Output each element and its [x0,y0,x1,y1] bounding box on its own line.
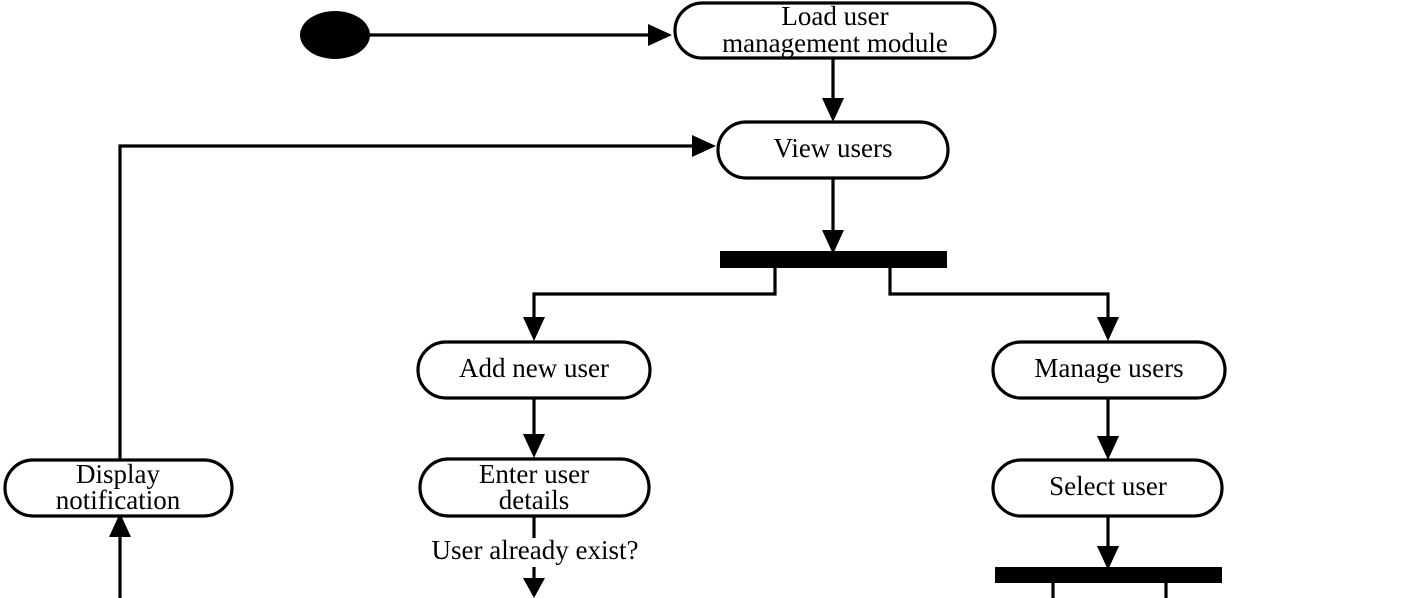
guard-user-already-exist: User already exist? [400,535,670,567]
edge-load-module-to-view-users [822,58,844,122]
edge-fork-2-branches [1051,582,1168,598]
node-add-new-user[interactable]: Add new user [416,340,652,400]
node-select-user[interactable]: Select user [991,458,1224,518]
guard-label-text: User already exist? [432,535,639,565]
guard-label-backdrop [400,538,670,567]
node-label-line1: Enter user [479,459,589,489]
action-node-shape [3,458,234,518]
node-load-user-management-module[interactable]: Load user management module [673,1,997,60]
arrow-head-icon [523,317,545,341]
edge-loop-back-to-view-users [118,135,716,460]
node-label-line1: Load user [781,1,888,31]
fork-bar-1 [720,251,947,268]
arrow-head-icon [692,135,716,157]
action-node-shape [991,458,1224,518]
node-display-notification[interactable]: Display notification [3,458,234,518]
arrow-head-icon [523,434,545,458]
action-node-shape [418,457,651,518]
edge-enter-user-details-down [523,515,545,598]
arrow-head-icon [822,98,844,122]
fork-bar-2 [995,567,1222,583]
node-label-line1: View users [773,133,892,163]
initial-node[interactable] [300,11,370,59]
action-node-shape [716,120,950,180]
fork-bar-shape [720,251,947,268]
arrow-head-icon [1097,436,1119,460]
arrow-head-icon [1097,317,1119,341]
edge-add-new-user-to-enter-user-details [523,398,545,458]
edge-manage-users-to-select-user [1097,398,1119,460]
action-node-shape [416,340,652,400]
node-label-line1: Display [76,459,160,489]
node-enter-user-details[interactable]: Enter user details [418,457,651,518]
arrow-head-icon [1097,546,1119,570]
node-label-line1: Select user [1049,471,1167,501]
action-node-shape [673,1,997,60]
arrow-head-icon [648,24,672,46]
node-label-line2: notification [56,485,181,515]
fork-bar-shape [995,567,1222,583]
edge-initial-to-load-module [368,24,672,46]
node-label-line2: management module [722,28,948,58]
edge-select-user-to-fork-2 [1097,515,1119,570]
edge-view-users-to-fork-1 [822,178,844,254]
edge-fork-1-to-add-new-user [523,268,777,341]
edge-fork-1-to-manage-users [888,268,1119,341]
node-view-users[interactable]: View users [716,120,950,180]
node-label-line1: Add new user [459,353,609,383]
arrow-head-icon [109,513,131,537]
initial-node-icon [300,11,370,59]
edge-into-display-notification [109,513,131,598]
node-label-line1: Manage users [1034,353,1183,383]
node-label-line2: details [499,485,569,515]
arrow-head-icon [822,230,844,254]
action-node-shape [991,340,1227,400]
node-manage-users[interactable]: Manage users [991,340,1227,400]
arrow-head-icon [523,578,545,598]
